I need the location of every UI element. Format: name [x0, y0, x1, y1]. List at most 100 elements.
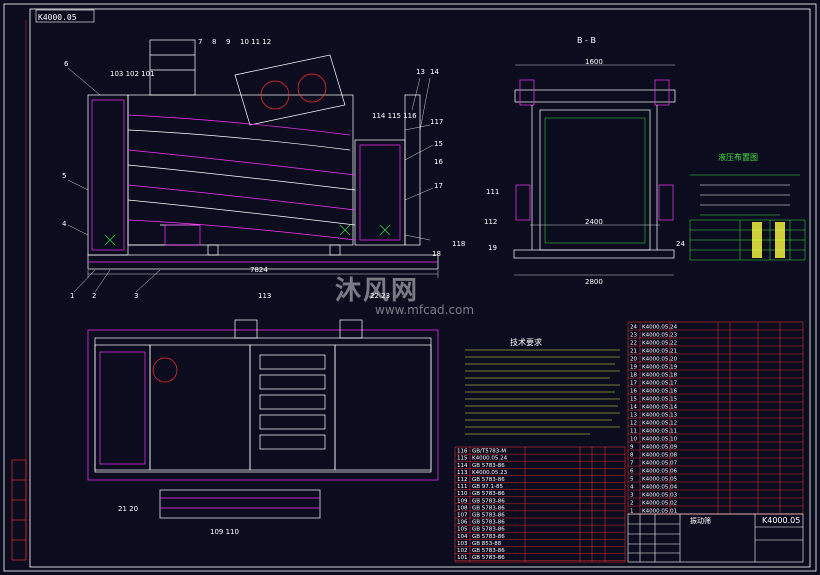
- table-row-number: 14: [630, 405, 637, 411]
- table-row-number: 112: [457, 477, 468, 483]
- watermark-logo: 沐风网 www.mfcad.com: [335, 270, 474, 317]
- table-row-code: K4000.05.22: [642, 341, 677, 347]
- parts-table-left: [454, 446, 626, 563]
- table-row-number: 4: [630, 485, 634, 491]
- table-row-code: K4000.05.18: [642, 373, 678, 379]
- table-row-code: K4000.05.13: [642, 413, 678, 419]
- table-row-code: GB 5783-86: [472, 548, 505, 554]
- part-label: 15: [434, 140, 443, 148]
- part-label: 2: [92, 292, 97, 300]
- table-row-number: 104: [457, 534, 468, 540]
- table-row-number: 109: [457, 498, 468, 504]
- tech-notes-title: 技术要求: [510, 338, 542, 347]
- section-view: [513, 64, 676, 276]
- table-row-code: GB 5783-86: [472, 498, 505, 504]
- table-row-code: GB 5783-86: [472, 513, 505, 519]
- table-row-code: K4000.05.16: [642, 389, 678, 395]
- table-row-code: K4000.05.20: [642, 357, 678, 363]
- title-block: [627, 513, 804, 563]
- table-row-code: K4000.05.08: [642, 453, 678, 459]
- table-row-number: 102: [457, 548, 468, 554]
- table-row-number: 6: [630, 469, 634, 475]
- part-label: 111: [486, 188, 500, 196]
- table-row-code: K4000.05.03: [642, 493, 678, 499]
- table-row-code: K4000.05.17: [642, 381, 678, 387]
- table-row-code: K4000.05.04: [642, 485, 678, 491]
- table-row-code: GB 5783-86: [472, 520, 505, 526]
- part-label: 22 23: [370, 292, 391, 300]
- section-width-dimension: 2800: [585, 278, 603, 286]
- part-label: 21 20: [118, 505, 139, 513]
- table-row-number: 3: [630, 493, 634, 499]
- table-row-number: 12: [630, 421, 637, 427]
- table-row-number: 9: [630, 445, 634, 451]
- table-row-code: K4000.05.07: [642, 461, 678, 467]
- part-label: 8: [212, 38, 217, 46]
- table-row-code: K4000.05.23: [642, 333, 678, 339]
- part-label: 6: [64, 60, 69, 68]
- inner-frame: [29, 8, 811, 568]
- table-row-code: K4000.05.24: [642, 325, 678, 331]
- table-row-number: 114: [457, 463, 468, 469]
- title-block-name: 振动筛: [690, 517, 711, 525]
- outer-frame: [3, 3, 817, 572]
- table-row-number: 21: [630, 349, 637, 355]
- table-row-number: 24: [630, 325, 637, 331]
- tech-notes-lines: [465, 349, 620, 435]
- part-label: 18: [432, 250, 441, 258]
- part-label: 4: [62, 220, 67, 228]
- table-row-number: 115: [457, 456, 468, 462]
- part-label: 113: [258, 292, 272, 300]
- drawing-code-label: K4000.05: [38, 13, 77, 22]
- table-row-number: 2: [630, 501, 634, 507]
- hydraulic-title: 液压布置图: [718, 153, 758, 162]
- table-row-number: 18: [630, 373, 637, 379]
- table-row-code: K4000.05.14: [642, 405, 678, 411]
- table-row-number: 23: [630, 333, 637, 339]
- table-row-number: 5: [630, 477, 634, 483]
- part-label: 9: [226, 38, 231, 46]
- table-row-number: 11: [630, 429, 637, 435]
- part-label: 5: [62, 172, 67, 180]
- main-elevation-view: [67, 39, 439, 293]
- table-row-code: K4000.05.23: [472, 470, 508, 476]
- table-row-number: 15: [630, 397, 637, 403]
- part-label: 103 102 101: [110, 70, 155, 78]
- table-row-number: 101: [457, 555, 468, 561]
- table-row-code: K4000.05.12: [642, 421, 677, 427]
- part-label: 109 110: [210, 528, 239, 536]
- table-row-number: 110: [457, 491, 468, 497]
- table-row-number: 1: [630, 509, 634, 515]
- table-row-number: 7: [630, 461, 634, 467]
- title-block-code: K4000.05: [762, 516, 801, 525]
- part-label: 16: [434, 158, 443, 166]
- table-row-number: 113: [457, 470, 468, 476]
- main-length-dimension: 7824: [250, 266, 268, 274]
- part-label: 17: [434, 182, 443, 190]
- part-label: 7: [198, 38, 203, 46]
- section-top-dimension: 1600: [585, 58, 603, 66]
- table-row-code: GB 5783-86: [472, 477, 505, 483]
- table-row-number: 16: [630, 389, 637, 395]
- table-row-code: K4000.05.21: [642, 349, 677, 355]
- part-label: 19: [488, 244, 497, 252]
- part-label: 10 11 12: [240, 38, 272, 46]
- table-row-code: K4000.05.01: [642, 509, 677, 515]
- table-row-number: 106: [457, 520, 468, 526]
- table-row-code: GB 5783-86: [472, 491, 505, 497]
- table-row-code: K4000.05.05: [642, 477, 678, 483]
- table-row-number: 8: [630, 453, 634, 459]
- part-label: 13: [416, 68, 425, 76]
- table-row-code: GB 5783-86: [472, 527, 505, 533]
- left-margin-strip: [11, 459, 27, 561]
- table-row-code: K4000.05.02: [642, 501, 677, 507]
- section-inner-dimension: 2400: [585, 218, 603, 226]
- code-box: [35, 9, 95, 23]
- part-label: 117: [430, 118, 444, 126]
- watermark-en: www.mfcad.com: [375, 303, 475, 317]
- table-row-code: K4000.05.15: [642, 397, 678, 403]
- table-row-code: K4000.05.06: [642, 469, 678, 475]
